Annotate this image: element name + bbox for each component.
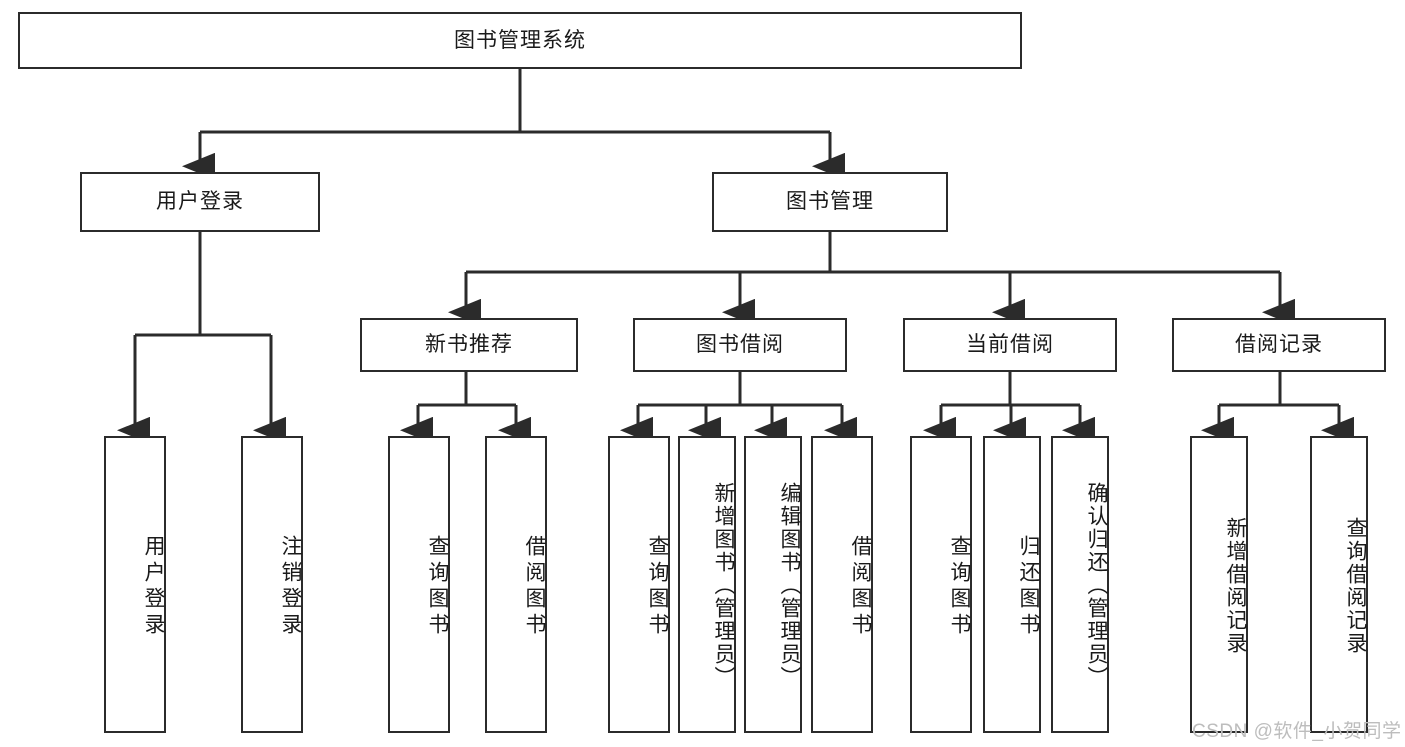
- leaf-user-login[interactable]: 用户登录: [104, 436, 166, 733]
- node-current-borrow-label: 当前借阅: [966, 333, 1054, 357]
- leaf-confirm-return-admin[interactable]: 确认归还（管理员）: [1051, 436, 1109, 733]
- leaf-user-login-label: 用户登录: [142, 534, 165, 639]
- node-book-borrow[interactable]: 图书借阅: [633, 318, 847, 372]
- leaf-borrow-book[interactable]: 借阅图书: [811, 436, 873, 733]
- node-current-borrow[interactable]: 当前借阅: [903, 318, 1117, 372]
- watermark: CSDN @软件_小贺同学: [1192, 721, 1402, 742]
- leaf-edit-book-admin[interactable]: 编辑图书（管理员）: [744, 436, 802, 733]
- leaf-confirm-return-admin-label: 确认归还（管理员）: [1085, 482, 1108, 689]
- node-new-book-recommend[interactable]: 新书推荐: [360, 318, 578, 372]
- leaf-query-borrow-record-label: 查询借阅记录: [1344, 516, 1367, 655]
- node-borrow-record[interactable]: 借阅记录: [1172, 318, 1386, 372]
- node-root-label: 图书管理系统: [454, 28, 586, 52]
- node-book-management[interactable]: 图书管理: [712, 172, 948, 232]
- leaf-borrow-book-label: 借阅图书: [849, 534, 872, 639]
- node-root[interactable]: 图书管理系统: [18, 12, 1022, 69]
- node-user-login[interactable]: 用户登录: [80, 172, 320, 232]
- node-book-management-label: 图书管理: [786, 190, 874, 214]
- leaf-query-book-current-label: 查询图书: [948, 534, 971, 639]
- leaf-add-book-admin-label: 新增图书（管理员）: [712, 482, 735, 689]
- leaf-logout[interactable]: 注销登录: [241, 436, 303, 733]
- leaf-return-book[interactable]: 归还图书: [983, 436, 1041, 733]
- leaf-logout-label: 注销登录: [279, 534, 302, 639]
- leaf-return-book-label: 归还图书: [1017, 534, 1040, 639]
- leaf-query-book-new-label: 查询图书: [426, 534, 449, 639]
- leaf-borrow-book-new[interactable]: 借阅图书: [485, 436, 547, 733]
- node-user-login-label: 用户登录: [156, 190, 244, 214]
- leaf-add-borrow-record[interactable]: 新增借阅记录: [1190, 436, 1248, 733]
- leaf-add-book-admin[interactable]: 新增图书（管理员）: [678, 436, 736, 733]
- node-book-borrow-label: 图书借阅: [696, 333, 784, 357]
- leaf-add-borrow-record-label: 新增借阅记录: [1224, 516, 1247, 655]
- leaf-query-book-borrow[interactable]: 查询图书: [608, 436, 670, 733]
- leaf-query-book-current[interactable]: 查询图书: [910, 436, 972, 733]
- leaf-edit-book-admin-label: 编辑图书（管理员）: [778, 482, 801, 689]
- node-borrow-record-label: 借阅记录: [1235, 333, 1323, 357]
- leaf-query-book-borrow-label: 查询图书: [646, 534, 669, 639]
- leaf-query-borrow-record[interactable]: 查询借阅记录: [1310, 436, 1368, 733]
- leaf-borrow-book-new-label: 借阅图书: [523, 534, 546, 639]
- node-new-book-recommend-label: 新书推荐: [425, 333, 513, 357]
- leaf-query-book-new[interactable]: 查询图书: [388, 436, 450, 733]
